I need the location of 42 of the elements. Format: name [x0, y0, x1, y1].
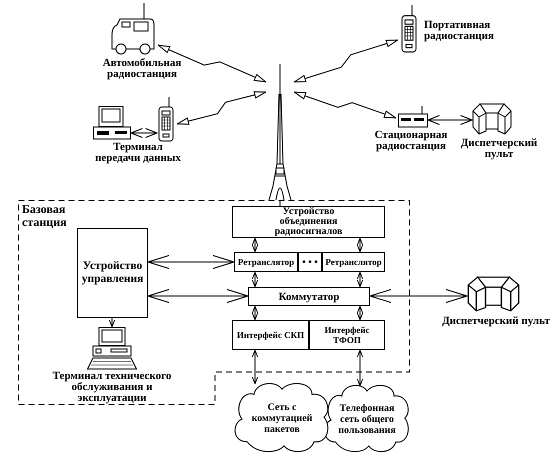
process-box: Устройство объединения радиосигналов	[232, 206, 385, 238]
phone-drawing	[157, 97, 175, 142]
process-box: Ретранслятор	[322, 252, 385, 272]
radio-link-arrow	[158, 44, 266, 82]
console-drawing	[472, 103, 512, 135]
arrow	[356, 272, 364, 288]
process-box: Коммутатор	[248, 287, 370, 306]
arrow	[252, 272, 258, 288]
region-title: Базовая станция	[22, 203, 68, 229]
radio-link-arrow	[294, 40, 398, 82]
arrow	[252, 238, 258, 252]
arrow	[108, 318, 116, 328]
caption: Терминал передачи данных	[94, 142, 182, 164]
arrow	[148, 289, 248, 303]
arrow	[370, 289, 468, 303]
node-label: Терминал технического обслуживания и эксплуатации	[52, 371, 172, 404]
phone-drawing	[400, 5, 418, 53]
arrow	[252, 306, 258, 320]
arrow	[148, 255, 234, 269]
process-box: Интерфейс ТФОП	[309, 320, 385, 350]
computer-drawing	[93, 106, 131, 140]
radio-drawing	[398, 106, 428, 128]
radio-link-arrow	[294, 92, 396, 118]
node-label: Диспетчерский пульт	[441, 316, 551, 327]
console-drawing	[467, 276, 520, 312]
process-box: Ретранслятор	[234, 252, 298, 272]
node-label: Диспетчерский пульт	[460, 138, 538, 160]
arrow	[428, 115, 472, 125]
arrow	[356, 238, 364, 252]
radio-link-arrow	[176, 91, 266, 125]
process-box: Интерфейс СКП	[232, 320, 309, 350]
node-label: Портативная радиостанция	[424, 20, 495, 42]
node-label: Стационарная радиостанция	[374, 130, 448, 152]
arrow	[130, 128, 158, 138]
arrow	[252, 350, 258, 384]
tower-drawing	[268, 64, 292, 200]
arrow	[356, 350, 364, 386]
process-box: Устройство управления	[77, 228, 148, 318]
ellipsis-cell: • • •	[298, 252, 322, 272]
terminal-drawing	[87, 327, 137, 370]
arrow	[356, 306, 364, 320]
node-label: Автомобильная радиостанция	[102, 58, 182, 80]
